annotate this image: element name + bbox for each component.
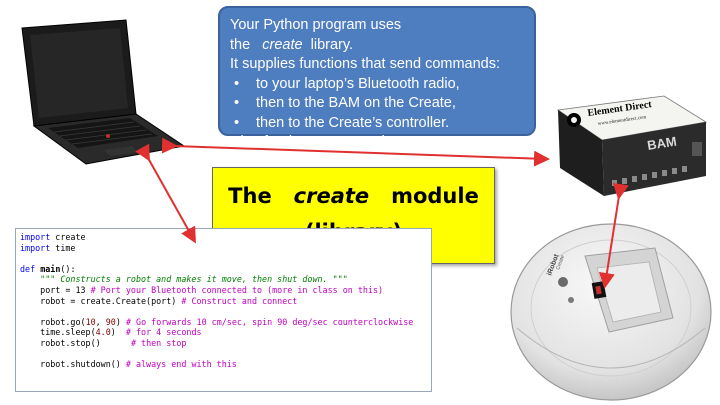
bam-module-illustration: Element Direct www.elementdirect.com BAM	[552, 92, 712, 202]
create-robot-illustration: iRobot Create	[505, 208, 717, 403]
callout-bullet: •then to the BAM on the Create,	[230, 94, 524, 114]
callout-bullet: •to your laptop’s Bluetooth radio,	[230, 75, 524, 95]
title-line-1: The create module	[213, 178, 494, 214]
callout-bullet: •then to the Create’s controller.	[230, 114, 524, 134]
code-panel: import create import time def main(): ""…	[15, 228, 432, 392]
laptop-illustration	[8, 18, 188, 168]
callout-line-1: Your Python program uses the create libr…	[230, 16, 524, 55]
callout-last-line: Ditto for the reverse path.	[230, 133, 524, 153]
description-callout: Your Python program uses the create libr…	[218, 6, 536, 136]
callout-bullet-list: •to your laptop’s Bluetooth radio, •then…	[230, 75, 524, 134]
callout-line-2: It supplies functions that send commands…	[230, 55, 524, 75]
